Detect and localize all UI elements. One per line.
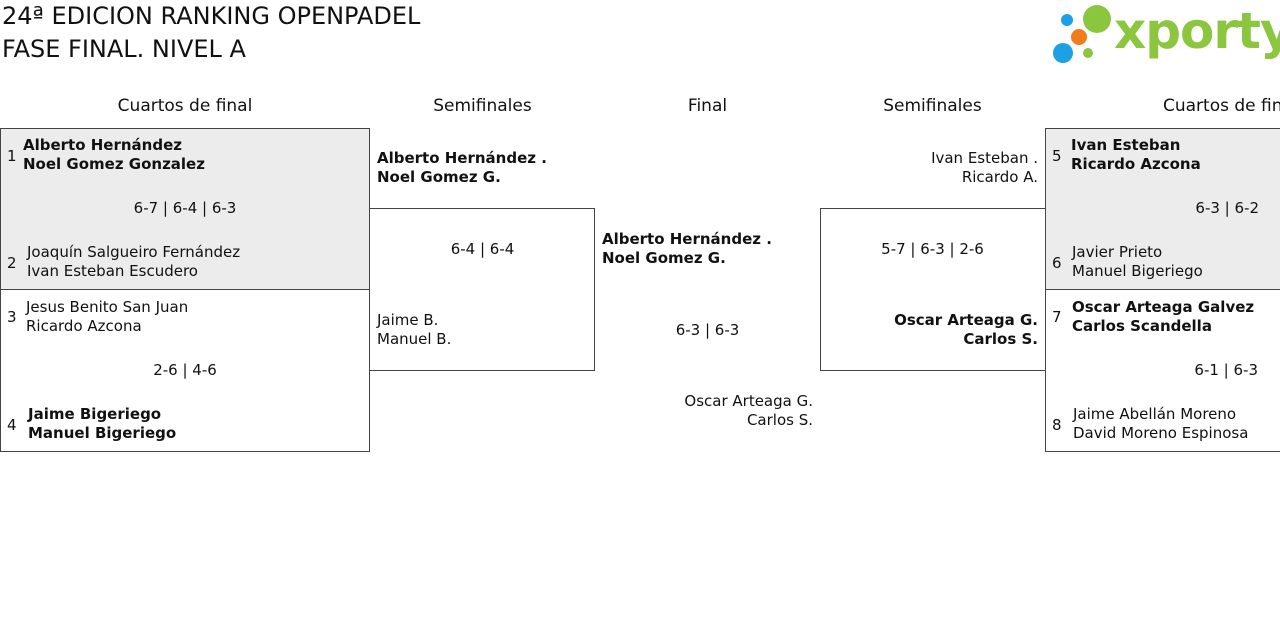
player-name: Oscar Arteaga G.	[894, 311, 1038, 329]
team-name: Alberto Hernández Noel Gomez Gonzalez	[23, 136, 205, 174]
player-name: David Moreno Espinosa	[1073, 424, 1249, 442]
seed-number: 7	[1052, 308, 1062, 326]
player-name: Jaime Bigeriego	[28, 405, 162, 423]
player-name: Alberto Hernández .	[602, 230, 772, 248]
page-subtitle: FASE FINAL. NIVEL A	[2, 35, 246, 63]
seed-number: 6	[1052, 254, 1062, 272]
player-name: Noel Gomez Gonzalez	[23, 155, 205, 173]
team-name: Javier Prieto Manuel Bigeriego	[1072, 243, 1203, 281]
header-sf-left: Semifinales	[433, 96, 532, 116]
page-title: 24ª EDICION RANKING OPENPADEL	[2, 2, 421, 30]
logo-dot-blue-large	[1053, 43, 1073, 63]
player-name: Oscar Arteaga G.	[684, 392, 813, 410]
team-name: Joaquín Salgueiro Fernández Ivan Esteban…	[27, 243, 240, 281]
player-name: Ivan Esteban	[1071, 136, 1181, 154]
qf-right-match-2	[1045, 289, 1280, 452]
seed-number: 3	[7, 308, 17, 326]
team-name: Oscar Arteaga G. Carlos S.	[820, 311, 1038, 349]
player-name: Manuel Bigeriego	[28, 424, 177, 442]
logo-dot-green-large	[1083, 5, 1111, 33]
seed-number: 5	[1052, 147, 1062, 165]
team-name: Alberto Hernández . Noel Gomez G.	[602, 230, 772, 268]
player-name: Jaime B.	[377, 311, 439, 329]
player-name: Ricardo Azcona	[26, 317, 142, 335]
seed-number: 1	[7, 147, 17, 165]
player-name: Javier Prieto	[1072, 243, 1163, 261]
player-name: Manuel Bigeriego	[1072, 262, 1203, 280]
logo-wordmark: xporty	[1114, 2, 1280, 60]
player-name: Noel Gomez G.	[377, 168, 501, 186]
player-name: Jaime Abellán Moreno	[1073, 405, 1237, 423]
team-name: Jaime Bigeriego Manuel Bigeriego	[28, 405, 176, 443]
match-score: 6-3 | 6-2	[1195, 199, 1259, 217]
player-name: Ivan Esteban .	[931, 149, 1038, 167]
xporty-logo: xporty	[1050, 4, 1280, 66]
match-score: 6-1 | 6-3	[1194, 361, 1258, 379]
seed-number: 8	[1052, 416, 1062, 434]
player-name: Jesus Benito San Juan	[26, 298, 189, 316]
seed-number: 4	[7, 416, 17, 434]
player-name: Ivan Esteban Escudero	[27, 262, 198, 280]
player-name: Carlos S.	[963, 330, 1038, 348]
player-name: Carlos Scandella	[1072, 317, 1212, 335]
match-score: 5-7 | 6-3 | 2-6	[881, 240, 984, 258]
player-name: Alberto Hernández	[23, 136, 183, 154]
match-score: 2-6 | 4-6	[153, 361, 217, 379]
team-name: Jesus Benito San Juan Ricardo Azcona	[26, 298, 188, 336]
team-name: Alberto Hernández . Noel Gomez G.	[377, 149, 547, 187]
player-name: Alberto Hernández .	[377, 149, 547, 167]
team-name: Ivan Esteban . Ricardo A.	[820, 149, 1038, 187]
qf-left-match-1	[0, 128, 370, 290]
sf-left-match	[369, 208, 595, 371]
player-name: Manuel B.	[377, 330, 452, 348]
player-name: Joaquín Salgueiro Fernández	[27, 243, 241, 261]
team-name: Oscar Arteaga G. Carlos S.	[595, 392, 813, 430]
team-name: Jaime B. Manuel B.	[377, 311, 451, 349]
seed-number: 2	[7, 254, 17, 272]
header-qf-right: Cuartos de final	[1163, 96, 1280, 116]
player-name: Ricardo A.	[961, 168, 1038, 186]
header-sf-right: Semifinales	[883, 96, 982, 116]
player-name: Noel Gomez G.	[602, 249, 726, 267]
match-score: 6-7 | 6-4 | 6-3	[133, 199, 237, 217]
player-name: Ricardo Azcona	[1071, 155, 1201, 173]
header-final: Final	[687, 96, 728, 116]
team-name: Oscar Arteaga Galvez Carlos Scandella	[1072, 298, 1254, 336]
logo-dot-orange	[1071, 29, 1087, 45]
player-name: Oscar Arteaga Galvez	[1072, 298, 1255, 316]
logo-dot-green-small	[1083, 48, 1093, 58]
team-name: Jaime Abellán Moreno David Moreno Espino…	[1073, 405, 1248, 443]
team-name: Ivan Esteban Ricardo Azcona	[1071, 136, 1201, 174]
match-score: 6-4 | 6-4	[450, 240, 515, 258]
player-name: Carlos S.	[746, 411, 813, 429]
match-score: 6-3 | 6-3	[675, 321, 740, 339]
header-qf-left: Cuartos de final	[117, 96, 253, 116]
qf-right-match-1	[1045, 128, 1280, 290]
logo-dot-blue	[1061, 14, 1073, 26]
